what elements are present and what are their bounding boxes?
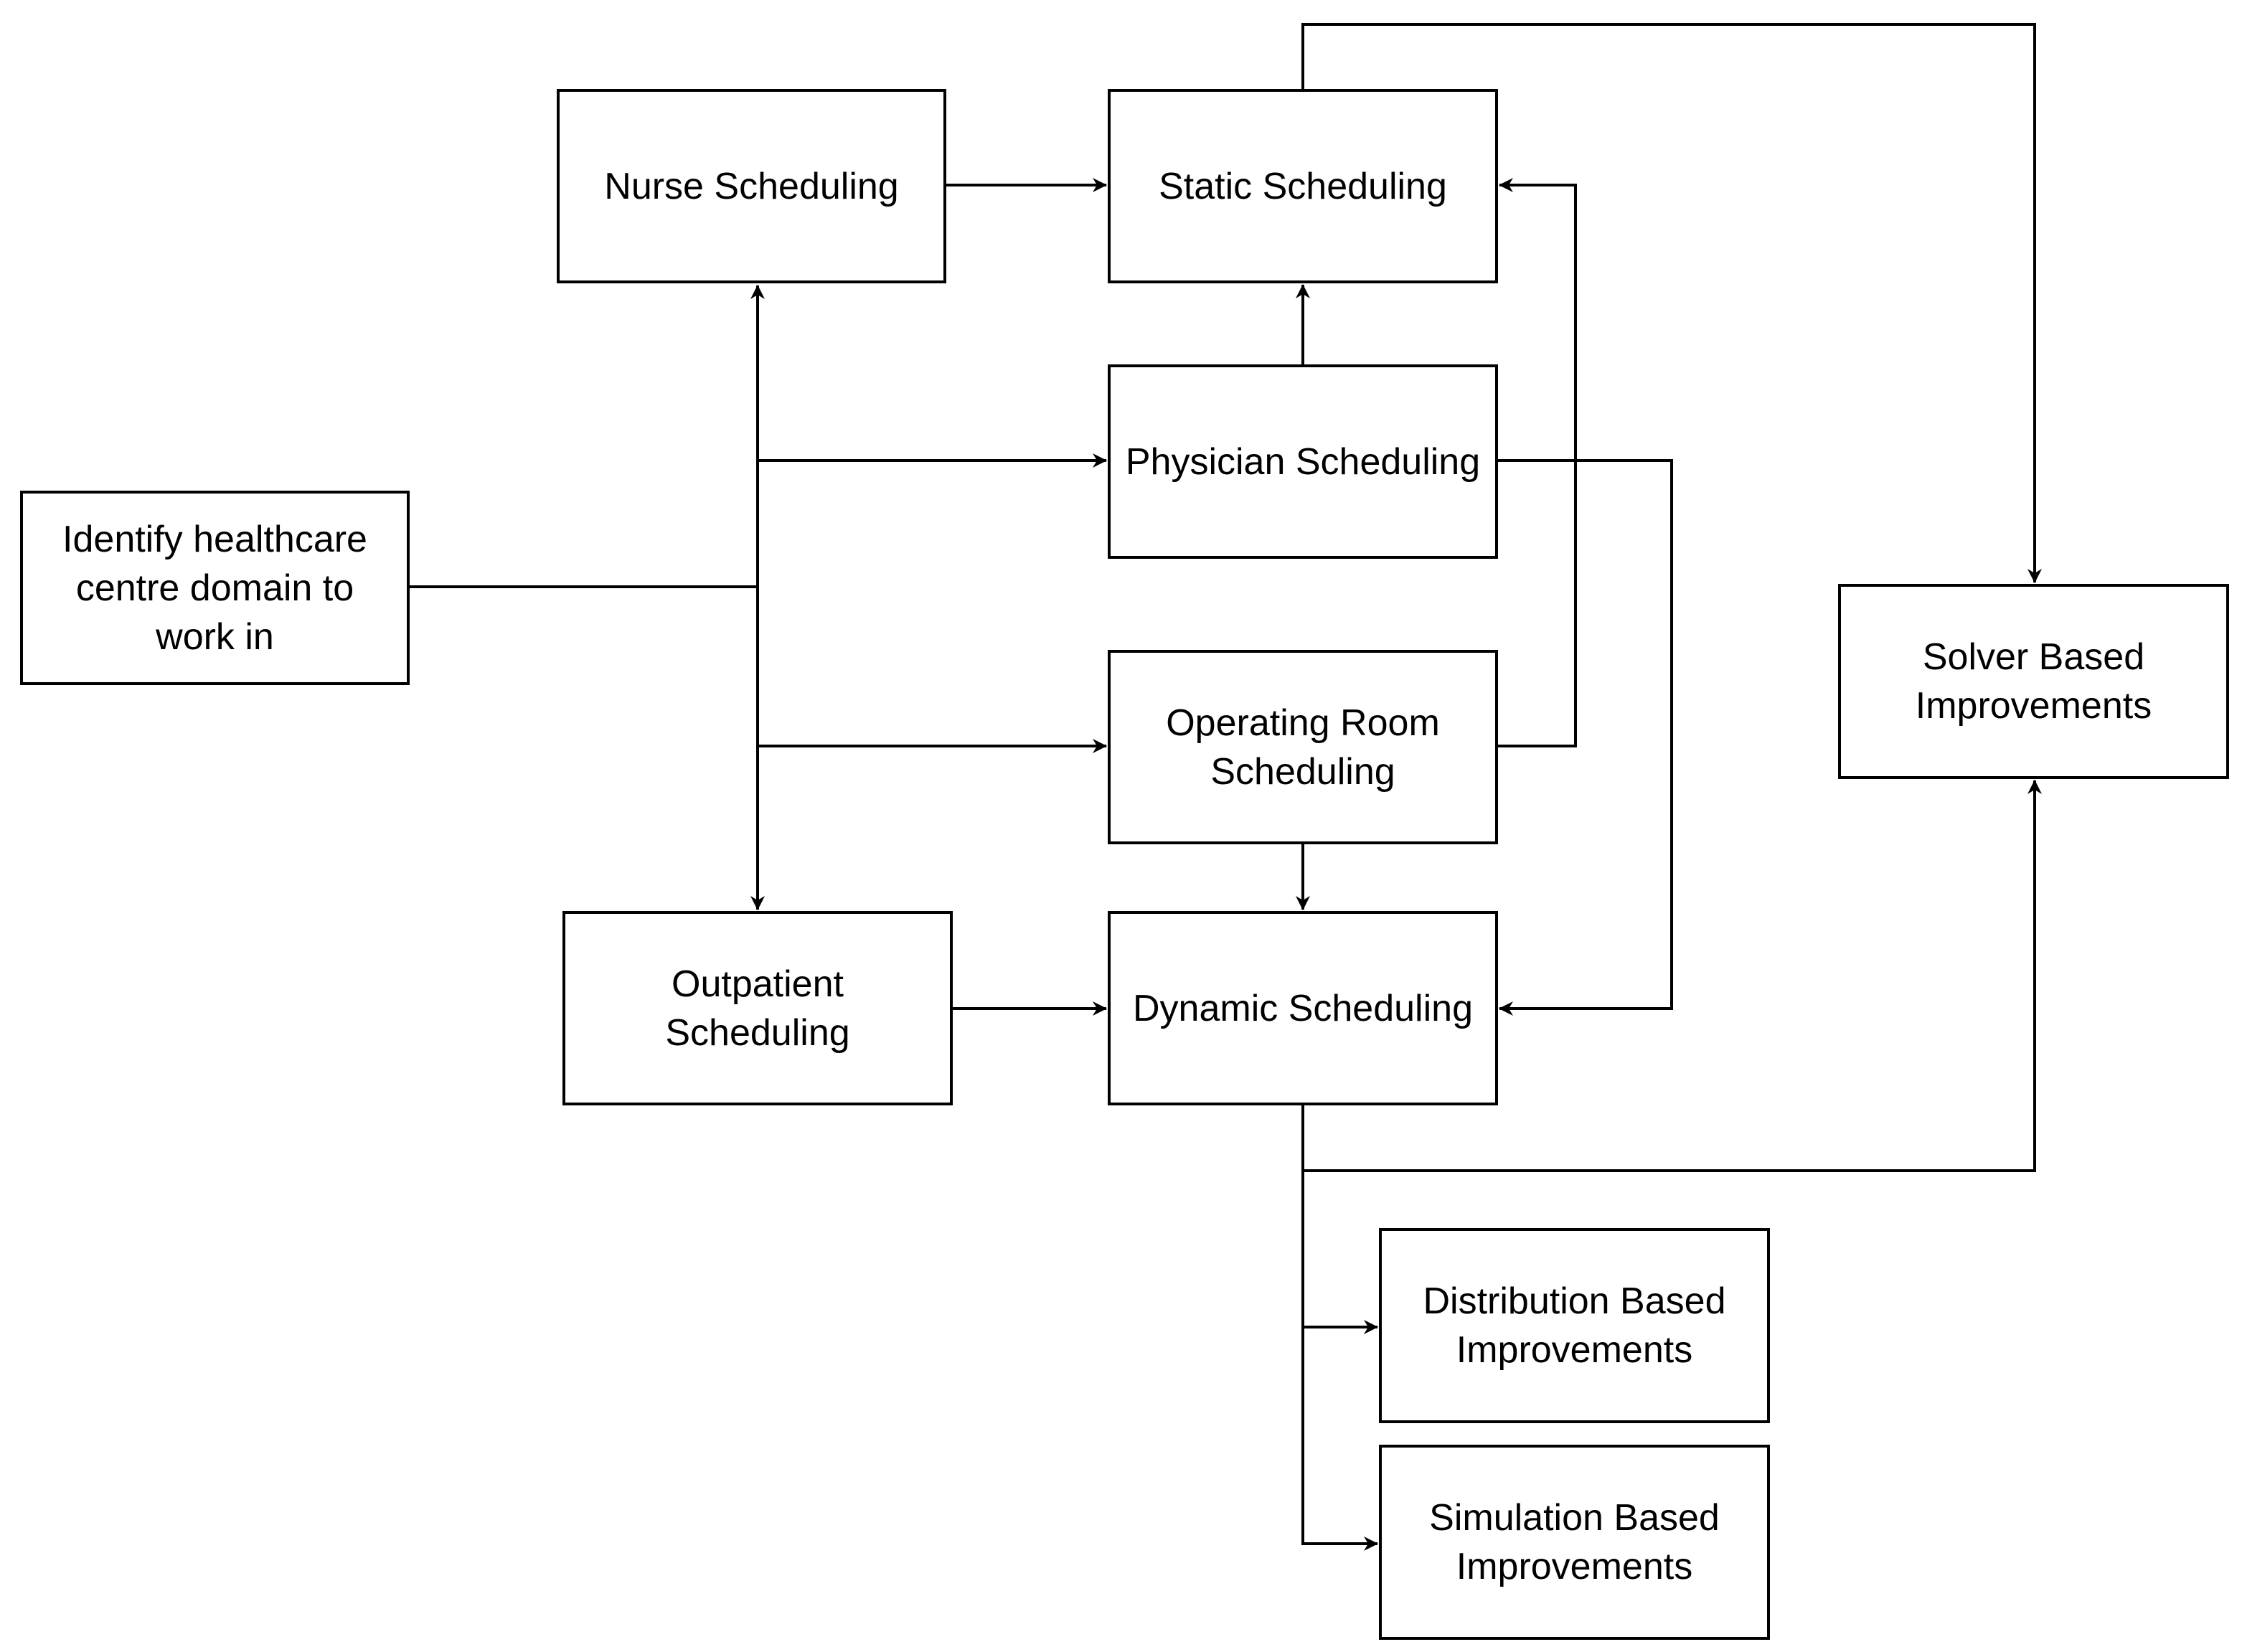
identify-domain-label: Identify healthcare centre domain to wor… <box>62 518 367 658</box>
simulation-based-improvements-box: Simulation Based Improvements <box>1379 1445 1770 1640</box>
physician-scheduling-label: Physician Scheduling <box>1125 440 1481 483</box>
edge-dynamic-branch-to-simulation <box>1301 1327 1378 1551</box>
nurse-scheduling-box: Nurse Scheduling <box>557 89 946 283</box>
distribution-based-improvements-label: Distribution Based Improvements <box>1423 1280 1726 1371</box>
operating-room-scheduling-box: Operating Room Scheduling <box>1108 650 1498 844</box>
operating-room-scheduling-label: Operating Room Scheduling <box>1166 702 1440 793</box>
edge-physician-to-dynamic <box>1498 459 1673 1016</box>
simulation-based-improvements-label: Simulation Based Improvements <box>1429 1497 1720 1587</box>
edge-operating-to-static <box>1498 178 1577 747</box>
edge-dynamic-branch-to-distribution <box>1301 1171 1378 1334</box>
solver-based-improvements-label: Solver Based Improvements <box>1915 636 2152 727</box>
outpatient-scheduling-label: Outpatient Scheduling <box>665 963 850 1054</box>
edge-dynamic-to-solver <box>1301 780 2042 1172</box>
dynamic-scheduling-box: Dynamic Scheduling <box>1108 911 1498 1105</box>
nurse-scheduling-label: Nurse Scheduling <box>604 165 899 207</box>
static-scheduling-label: Static Scheduling <box>1159 165 1447 207</box>
dynamic-scheduling-label: Dynamic Scheduling <box>1132 987 1474 1029</box>
static-scheduling-box: Static Scheduling <box>1108 89 1498 283</box>
identify-domain-box: Identify healthcare centre domain to wor… <box>20 491 410 685</box>
physician-scheduling-box: Physician Scheduling <box>1108 364 1498 559</box>
solver-based-improvements-box: Solver Based Improvements <box>1838 584 2229 779</box>
edge-static-to-solver <box>1301 23 2042 583</box>
outpatient-scheduling-box: Outpatient Scheduling <box>562 911 953 1105</box>
distribution-based-improvements-box: Distribution Based Improvements <box>1379 1228 1770 1423</box>
